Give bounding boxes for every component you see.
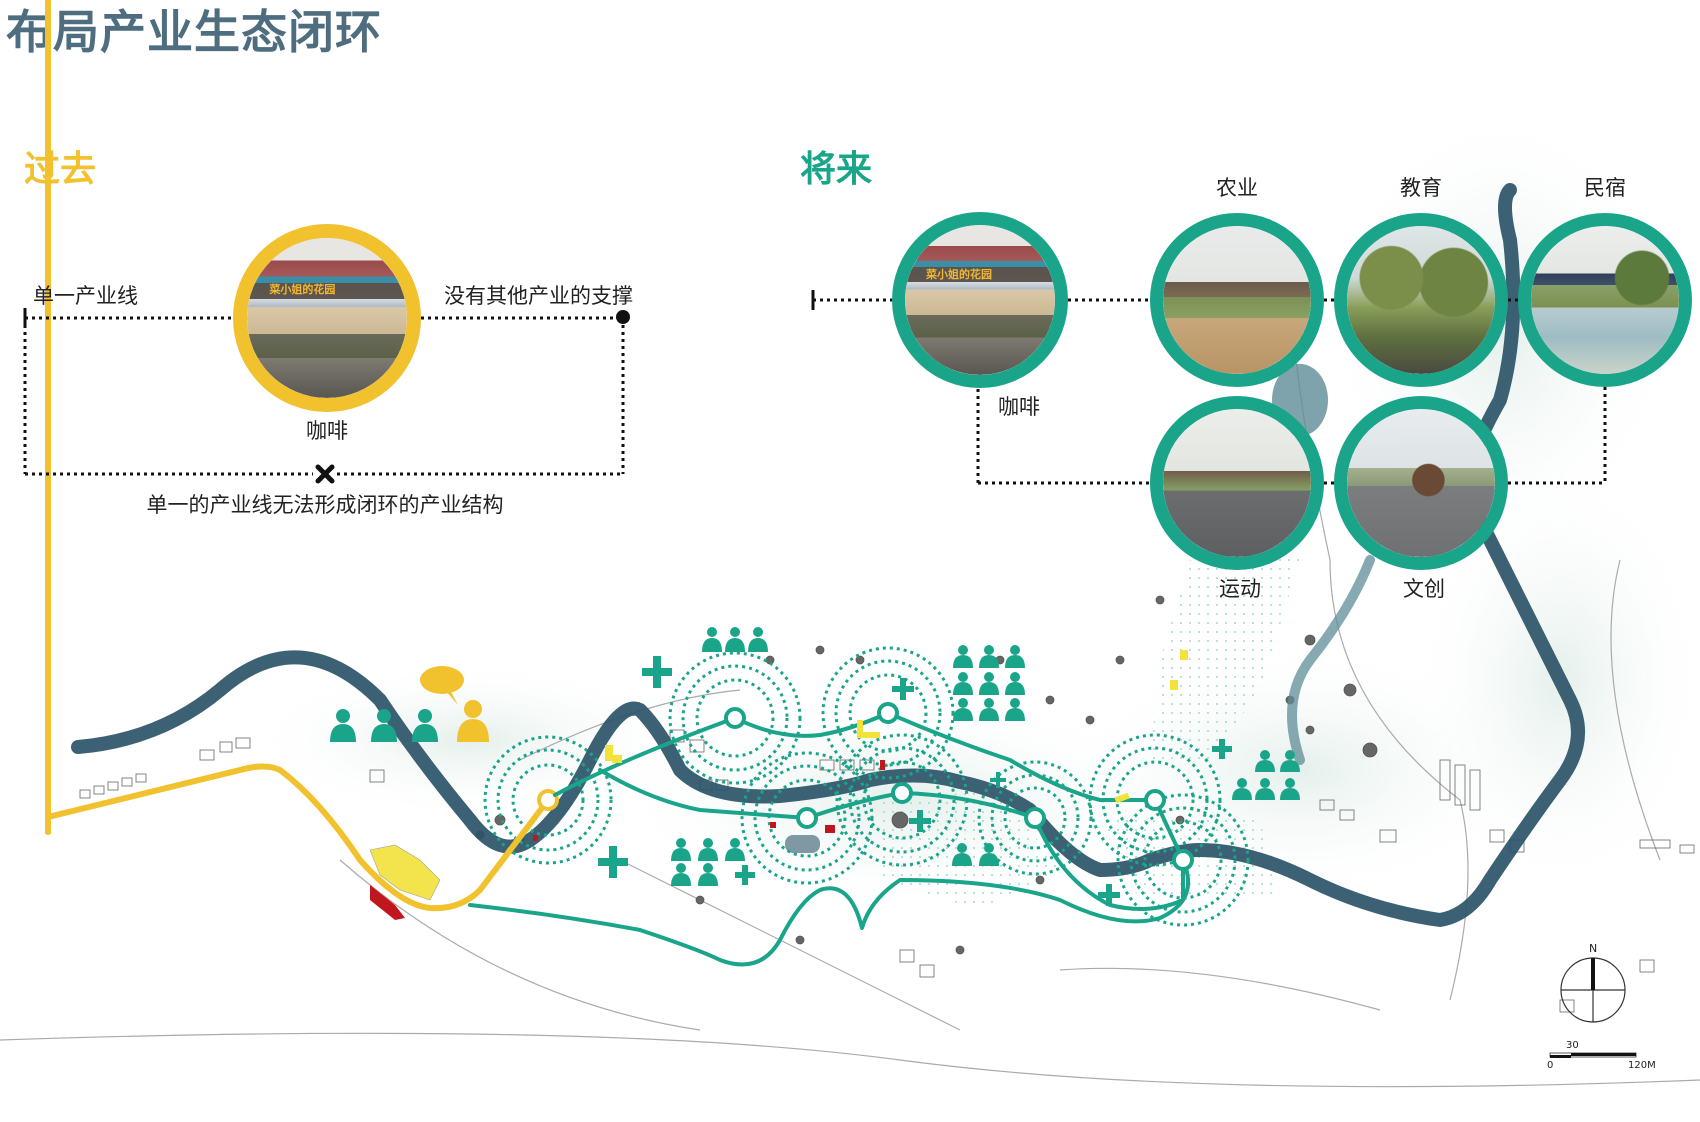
industry-homestay-photo (1518, 213, 1692, 387)
page-title: 布局产业生态闭环 (6, 5, 382, 59)
person-icon (1255, 750, 1275, 772)
broken-loop-x-icon (315, 464, 335, 484)
past-summary-caption: 单一的产业线无法形成闭环的产业结构 (146, 493, 504, 517)
plus-icon (735, 865, 755, 885)
industry-label-education: 教育 (1400, 176, 1442, 200)
future-cafe-photo: 菜小姐的花园 (892, 212, 1068, 388)
plus-icon (909, 810, 931, 832)
person-icon (953, 672, 973, 695)
person-icon (952, 843, 972, 866)
industry-label-creative: 文创 (1403, 577, 1445, 601)
person-icon (371, 709, 397, 742)
scale-mid-label: 30 (1566, 1040, 1579, 1051)
dotted-field (880, 520, 1300, 910)
plus-icon (1098, 884, 1120, 906)
industry-creative-photo (1334, 396, 1508, 570)
industry-education-photo (1334, 213, 1508, 387)
industry-sports-photo (1150, 396, 1324, 570)
person-icon (1005, 698, 1025, 721)
node-circle-icon (724, 707, 746, 729)
person-icon (979, 843, 999, 866)
industry-label-homestay: 民宿 (1584, 176, 1626, 200)
node-circle-icon (796, 807, 818, 829)
route-nodes (724, 702, 1194, 871)
person-icon (1280, 750, 1300, 772)
past-industry-loop (23, 316, 625, 476)
future-coffee-caption: 咖啡 (998, 395, 1040, 419)
past-end-dot (616, 310, 630, 324)
person-icon (1280, 778, 1300, 800)
past-cafe-photo: 菜小姐的花园 (233, 224, 421, 412)
scale-start-label: 0 (1547, 1060, 1554, 1071)
yellow-route (45, 0, 551, 912)
person-icon (702, 627, 722, 652)
person-icon (979, 672, 999, 695)
past-coffee-caption: 咖啡 (306, 419, 348, 443)
person-icon (412, 709, 438, 742)
creative-image (1347, 409, 1495, 557)
person-icon (698, 863, 718, 886)
past-section-title: 过去 (24, 149, 97, 190)
person-icon (725, 627, 745, 652)
pond (785, 835, 820, 853)
sports-image (1163, 409, 1311, 557)
person-icon (953, 645, 973, 668)
cafe-sign: 菜小姐的花园 (269, 283, 336, 297)
person-icon (979, 645, 999, 668)
person-icon (979, 698, 999, 721)
plus-icon (990, 772, 1006, 788)
person-icon (1232, 778, 1252, 800)
person-icon (330, 709, 356, 742)
no-support-label: 没有其他产业的支撑 (444, 284, 633, 308)
north-compass-icon (1560, 957, 1626, 1023)
yellow-node (537, 789, 559, 811)
person-icon (671, 838, 691, 861)
building-outlines (79, 729, 1695, 1013)
industry-agriculture-photo (1150, 213, 1324, 387)
agriculture-image (1163, 226, 1311, 374)
plus-icon (892, 678, 914, 700)
plus-icon (642, 656, 672, 688)
plus-icon-group (598, 656, 1232, 906)
cafe-building-image (247, 238, 407, 398)
industry-label-sports: 运动 (1219, 577, 1261, 601)
node-circle-icon (1024, 807, 1046, 829)
plus-icon (598, 846, 628, 878)
future-section-title: 将来 (800, 149, 873, 190)
compass-north-label: N (1589, 942, 1598, 955)
highlight-buildings (369, 650, 1188, 920)
person-icon (725, 838, 745, 861)
main-river (71, 183, 1585, 927)
river-branch (1287, 555, 1375, 765)
speech-bubble-icon (420, 666, 464, 705)
education-image (1347, 226, 1495, 374)
scale-bar (1549, 1052, 1637, 1058)
node-circle-icon (877, 702, 899, 724)
node-circle-icon (1172, 849, 1194, 871)
homestay-image (1531, 226, 1679, 374)
node-circle-icon (891, 782, 913, 804)
industry-label-agriculture: 农业 (1216, 176, 1258, 200)
future-industry-loop (813, 298, 1607, 485)
person-icon (1005, 645, 1025, 668)
node-circle-icon (1144, 789, 1166, 811)
cafe-sign: 菜小姐的花园 (926, 267, 992, 281)
person-icon-group (330, 627, 1300, 886)
cafe-building-image (905, 225, 1055, 375)
plus-icon (1212, 739, 1232, 759)
person-icon (1255, 778, 1275, 800)
single-industry-label: 单一产业线 (33, 284, 138, 308)
influence-rings (483, 646, 1250, 927)
person-icon (457, 700, 489, 742)
person-icon (671, 863, 691, 886)
person-icon (748, 627, 768, 652)
person-icon (1005, 672, 1025, 695)
person-icon (698, 838, 718, 861)
person-icon (953, 698, 973, 721)
scale-end-label: 120M (1628, 1060, 1656, 1071)
